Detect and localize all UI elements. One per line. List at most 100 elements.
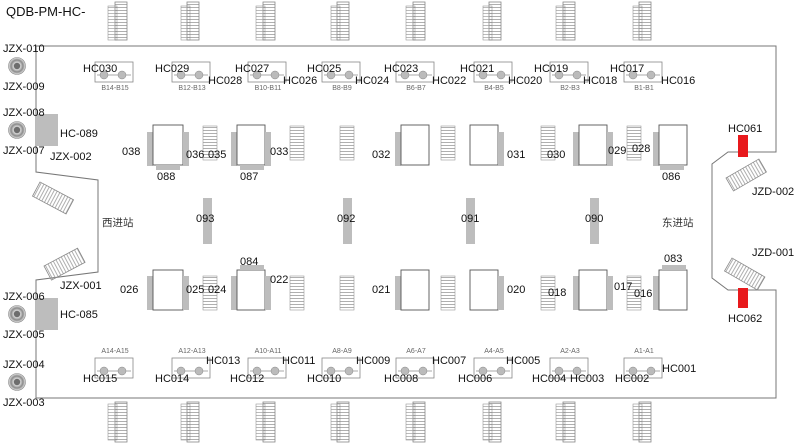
gate-frame bbox=[549, 357, 589, 379]
gate-frame bbox=[94, 61, 134, 83]
gate-icon[interactable] bbox=[326, 70, 336, 80]
gate-icon[interactable] bbox=[554, 70, 564, 80]
gate-icon[interactable] bbox=[400, 70, 410, 80]
platform-box[interactable] bbox=[469, 269, 499, 311]
stair-bottom bbox=[555, 403, 566, 441]
platform-number: 032 bbox=[372, 149, 390, 161]
gate-frame bbox=[473, 61, 513, 83]
platform-box[interactable] bbox=[578, 124, 608, 166]
platform-box[interactable] bbox=[236, 124, 266, 166]
platform-box[interactable] bbox=[400, 269, 430, 311]
gate-icon[interactable] bbox=[117, 366, 127, 376]
gate-icon[interactable] bbox=[176, 366, 186, 376]
platform-number: 029 bbox=[608, 145, 626, 157]
platform-number: 031 bbox=[507, 149, 525, 161]
stair-top bbox=[632, 5, 643, 41]
gate-icon[interactable] bbox=[646, 366, 656, 376]
hc-label: HC015 bbox=[83, 373, 117, 385]
platform-box[interactable] bbox=[658, 269, 688, 311]
east-escalator-lower bbox=[723, 257, 766, 291]
stairs bbox=[202, 275, 218, 311]
platform-bar bbox=[343, 198, 352, 244]
stair-top bbox=[555, 5, 566, 41]
gate-icon[interactable] bbox=[117, 70, 127, 80]
hc-label: HC017 bbox=[610, 63, 644, 75]
gate-icon[interactable] bbox=[478, 70, 488, 80]
gate-icon[interactable] bbox=[99, 70, 109, 80]
stairs bbox=[540, 125, 556, 161]
gate-frame bbox=[623, 357, 663, 379]
gate-range-label: A1-A1 bbox=[634, 348, 654, 355]
stair-bottom bbox=[107, 403, 118, 441]
platform-bar bbox=[395, 132, 401, 166]
gate-frame bbox=[395, 61, 435, 83]
gate-icon[interactable] bbox=[400, 366, 410, 376]
platform-bar bbox=[395, 276, 401, 310]
platform-bar bbox=[660, 165, 684, 170]
gate-icon[interactable] bbox=[496, 366, 506, 376]
gate-icon[interactable] bbox=[194, 70, 204, 80]
platform-bar bbox=[573, 276, 579, 310]
hc-label: HC025 bbox=[307, 63, 341, 75]
platform-number: 024 bbox=[208, 284, 226, 296]
platform-number: 087 bbox=[240, 171, 258, 183]
camera-lens bbox=[13, 126, 21, 134]
platform-box[interactable] bbox=[152, 124, 184, 166]
platform-box[interactable] bbox=[469, 124, 499, 166]
gate-rows bbox=[94, 61, 663, 379]
gate-icon[interactable] bbox=[176, 70, 186, 80]
gate-icon[interactable] bbox=[646, 70, 656, 80]
gate-icon[interactable] bbox=[572, 70, 582, 80]
platform-number: 092 bbox=[337, 213, 355, 225]
platform-bar bbox=[203, 198, 212, 244]
platform-number: 090 bbox=[585, 213, 603, 225]
gate-icon[interactable] bbox=[270, 366, 280, 376]
platform-bar bbox=[607, 132, 613, 166]
platform-box[interactable] bbox=[400, 124, 430, 166]
hc-label: HC027 bbox=[235, 63, 269, 75]
gate-icon[interactable] bbox=[252, 366, 262, 376]
gate-icon[interactable] bbox=[478, 366, 488, 376]
label-jzd002: JZD-002 bbox=[752, 186, 794, 198]
platform-number: 035 bbox=[208, 149, 226, 161]
gate-icon[interactable] bbox=[252, 70, 262, 80]
gate-icon[interactable] bbox=[418, 70, 428, 80]
gate-range-label: A12-A13 bbox=[178, 348, 205, 355]
gate-range-label: B1-B1 bbox=[634, 85, 654, 92]
platform-bar bbox=[590, 198, 599, 244]
gate-icon[interactable] bbox=[554, 366, 564, 376]
platform-box[interactable] bbox=[658, 124, 688, 166]
gate-icon[interactable] bbox=[344, 366, 354, 376]
gate-icon[interactable] bbox=[628, 366, 638, 376]
gate-icon[interactable] bbox=[496, 70, 506, 80]
platform-box[interactable] bbox=[578, 269, 608, 311]
west-side bbox=[31, 114, 86, 330]
hc-label: HC024 bbox=[355, 75, 389, 87]
hc-label: HC001 bbox=[662, 363, 696, 375]
gate-icon[interactable] bbox=[572, 366, 582, 376]
gate-range-label: B6-B7 bbox=[406, 85, 426, 92]
gate-icon[interactable] bbox=[628, 70, 638, 80]
stairs bbox=[339, 125, 355, 161]
gate-icon[interactable] bbox=[99, 366, 109, 376]
jzx-label: JZX-006 bbox=[3, 291, 45, 303]
east-side bbox=[723, 135, 767, 308]
platform-bar bbox=[265, 276, 271, 310]
gate-frame bbox=[94, 357, 134, 379]
gate-icon[interactable] bbox=[326, 366, 336, 376]
stairs bbox=[289, 275, 305, 311]
gate-range-label: A6-A7 bbox=[406, 348, 426, 355]
gate-icon[interactable] bbox=[418, 366, 428, 376]
gate-frame bbox=[171, 357, 211, 379]
gate-icon[interactable] bbox=[270, 70, 280, 80]
stairs bbox=[289, 125, 305, 161]
gate-icon[interactable] bbox=[194, 366, 204, 376]
gate-icon[interactable] bbox=[344, 70, 354, 80]
camera-lens bbox=[13, 62, 21, 70]
platform-box[interactable] bbox=[152, 269, 184, 311]
hc-label: HC002 bbox=[615, 373, 649, 385]
platform-box[interactable] bbox=[236, 269, 266, 311]
label-jzx001: JZX-001 bbox=[60, 280, 102, 292]
gate-frame bbox=[623, 61, 663, 83]
